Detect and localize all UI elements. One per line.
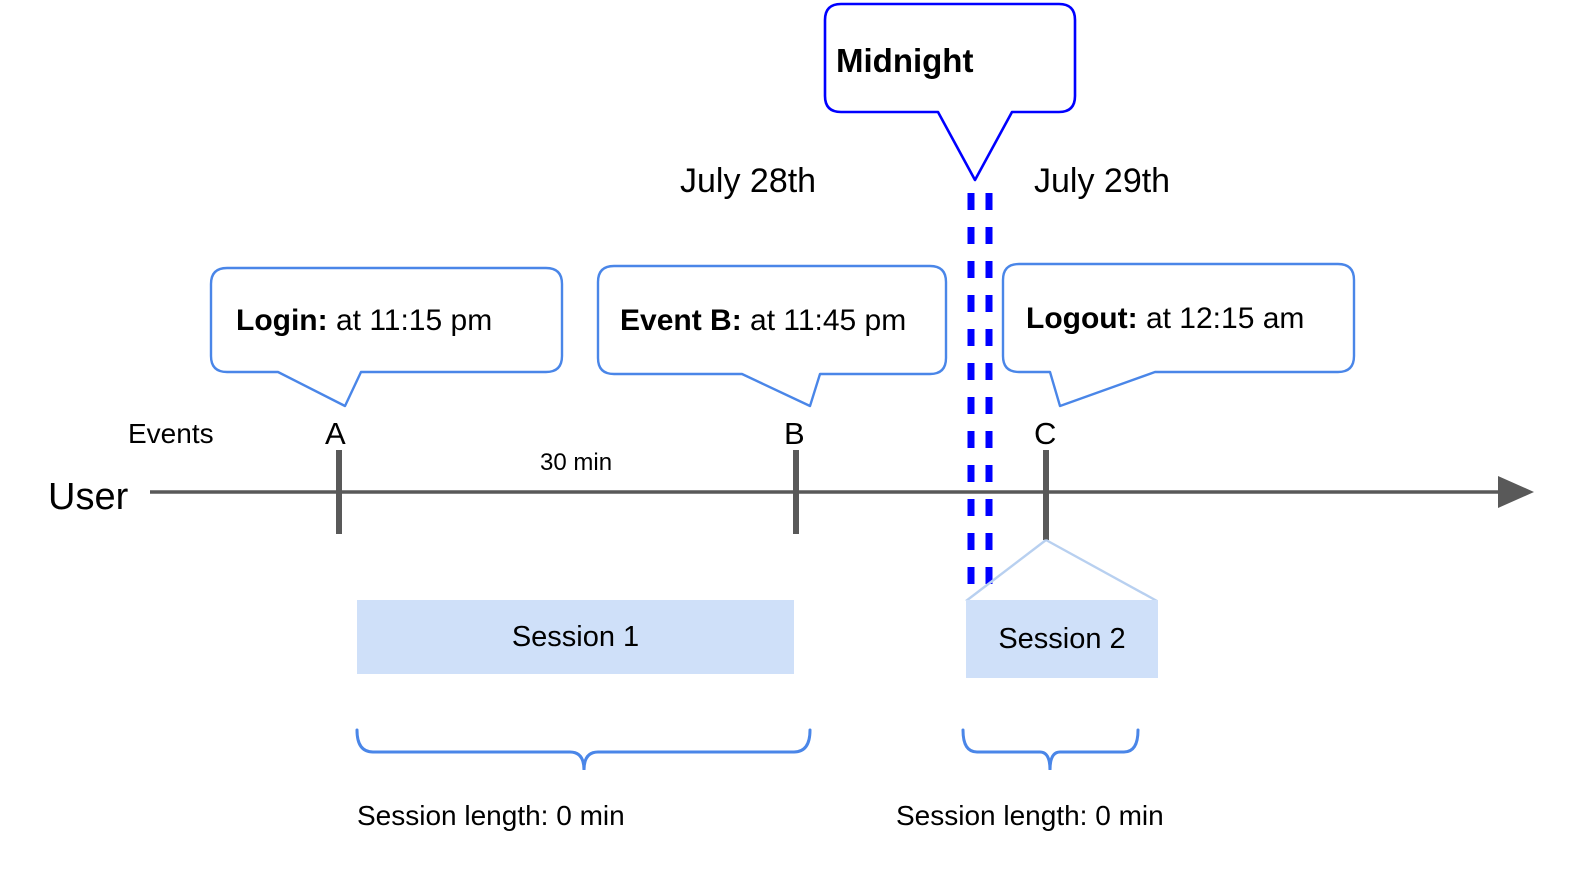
events-row-label: Events [128, 418, 214, 449]
session-1-label: Session 1 [511, 620, 640, 653]
timeline-arrow-head [1498, 476, 1534, 508]
logout-callout-name: Logout: [1026, 302, 1138, 335]
logout-callout-detail: at 12:15 am [1137, 302, 1305, 335]
session-2-length-label: Session length: 0 min [896, 800, 1164, 831]
gap-duration-label: 30 min [540, 449, 613, 476]
date-label-july-28: July 28th [680, 162, 817, 200]
login-callout-name: Login: [236, 304, 328, 337]
event-b-callout-name: Event B: [620, 304, 742, 337]
session-2-bar: Session 2 [966, 600, 1158, 678]
logout-callout-text: Logout: at 12:15 am [1026, 304, 1304, 334]
event-b-callout-detail: at 11:45 pm [741, 304, 907, 337]
session2-connector-left [965, 539, 1047, 602]
event-letter-b: B [784, 416, 805, 451]
session1-brace [355, 728, 812, 771]
midnight-label: Midnight [836, 42, 974, 79]
event-letter-a: A [325, 416, 346, 451]
event-b-callout-text: Event B: at 11:45 pm [620, 306, 906, 336]
user-axis-title: User [48, 476, 129, 518]
date-label-july-29: July 29th [1034, 162, 1171, 200]
session-2-label: Session 2 [998, 622, 1126, 655]
midnight-callout-shape [823, 2, 1077, 182]
login-callout-shape [209, 266, 564, 408]
session2-brace [961, 728, 1140, 771]
logout-callout-shape [1001, 262, 1356, 408]
login-callout-detail: at 11:15 pm [327, 304, 493, 337]
event-letter-c: C [1034, 416, 1057, 451]
session2-connector-right [1045, 538, 1158, 603]
login-callout-text: Login: at 11:15 pm [236, 306, 492, 336]
session-1-bar: Session 1 [357, 600, 794, 674]
session-1-length-label: Session length: 0 min [357, 800, 625, 831]
